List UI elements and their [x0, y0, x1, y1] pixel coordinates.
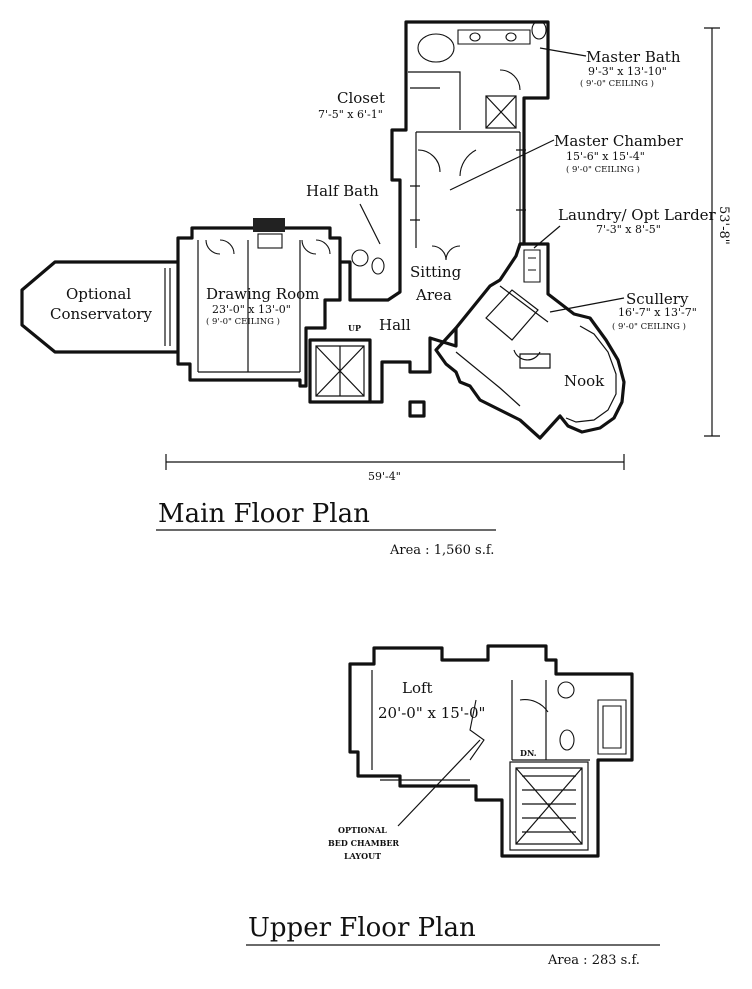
master-chamber-door: [417, 149, 477, 177]
bathtub: [417, 33, 455, 63]
laundry-size: 7'-3" x 8'-5": [596, 223, 661, 236]
master-bath-size: 9'-3" x 13'-10": [588, 65, 667, 78]
depth-dimension-line: [704, 27, 720, 437]
upper-floor-title: Upper Floor Plan: [248, 913, 476, 943]
sitting-line1: Sitting: [410, 263, 462, 281]
laundry-leader: [533, 225, 561, 249]
loft-door: [469, 699, 549, 761]
scullery-ceiling: ( 9'-0" CEILING ): [612, 321, 686, 332]
closet-size: 7'-5" x 6'-1": [318, 108, 383, 121]
half-bath-leader: [359, 203, 381, 245]
room-master-bath: Master Bath 9'-3" x 13'-10" ( 9'-0" CEIL…: [539, 47, 681, 89]
closet-name: Closet: [337, 89, 385, 107]
upper-floor-plan: DN. Loft 20'-0" x 15'-0" OPTIONAL BED CH…: [246, 644, 660, 968]
main-floor-title: Main Floor Plan: [158, 499, 370, 529]
loft-name: Loft: [402, 679, 433, 697]
kitchen-wing-walls: [434, 242, 626, 440]
room-drawing-room: Drawing Room 23'-0" x 13'-0" ( 9'-0" CEI…: [206, 285, 319, 327]
scullery-leader: [549, 297, 625, 313]
main-stair-treads: [315, 345, 365, 397]
master-chamber-name: Master Chamber: [554, 132, 684, 150]
room-master-chamber: Master Chamber 15'-6" x 15'-4" ( 9'-0" C…: [449, 132, 684, 191]
width-dimension: 59'-4": [368, 470, 401, 483]
conservatory-line2: Conservatory: [50, 305, 153, 323]
loft-size: 20'-0" x 15'-0": [378, 704, 485, 722]
stair-down-label: DN.: [520, 748, 537, 758]
kitchen-wing-interior: [455, 285, 551, 407]
optional-note-line2: BED CHAMBER: [328, 838, 399, 848]
drawing-room-interior: [197, 240, 301, 373]
shower-x: [485, 95, 517, 129]
master-bath-name: Master Bath: [586, 48, 681, 66]
laundry-fixtures: [523, 249, 541, 283]
drawing-room-size: 23'-0" x 13'-0": [212, 303, 291, 316]
master-bath-vanity: [457, 20, 547, 45]
conservatory-line1: Optional: [66, 285, 131, 303]
master-chamber-size: 15'-6" x 15'-4": [566, 150, 645, 163]
drawing-room-walls: [176, 226, 342, 388]
nook-label: Nook: [564, 372, 605, 390]
depth-dimension: 53'-8": [716, 206, 731, 245]
laundry-name: Laundry/ Opt Larder: [558, 206, 717, 224]
master-chamber-inner: [410, 131, 526, 248]
drawing-room-ceiling: ( 9'-0" CEILING ): [206, 316, 280, 327]
closet-walls: [408, 71, 461, 130]
half-bath-fixtures: [351, 249, 385, 275]
room-conservatory: Optional Conservatory: [50, 285, 153, 323]
door-swings-drawing-room: [205, 239, 331, 255]
main-floor-plan: UP 59'-4" 53'-8" Master Bath 9'-3" x 13'…: [20, 20, 731, 558]
upper-stair: [509, 761, 589, 851]
master-chamber-ceiling: ( 9'-0" CEILING ): [566, 164, 640, 175]
sitting-line2: Area: [415, 286, 452, 304]
conservatory-outline: [20, 260, 178, 354]
stair-up-label: UP: [348, 323, 361, 333]
room-laundry: Laundry/ Opt Larder 7'-3" x 8'-5": [533, 206, 717, 249]
nook-bay: [565, 325, 617, 423]
upper-floor-area: Area : 283 s.f.: [547, 953, 640, 968]
upper-floor-walls: [348, 644, 634, 858]
optional-note-line3: LAYOUT: [344, 851, 381, 861]
room-loft: Loft 20'-0" x 15'-0": [378, 679, 485, 722]
room-sitting-area: Sitting Area: [410, 263, 462, 304]
sitting-area-doors: [431, 245, 461, 261]
scullery-name: Scullery: [626, 290, 689, 308]
master-bath-leader: [539, 47, 587, 57]
optional-bed-chamber-note: OPTIONAL BED CHAMBER LAYOUT: [328, 739, 481, 861]
fireplace: [253, 218, 285, 232]
width-dimension-line: [165, 454, 625, 470]
hall-column: [408, 400, 426, 418]
upper-stair-treads: [515, 767, 583, 845]
room-half-bath: Half Bath: [306, 182, 381, 245]
master-chamber-walls: [390, 20, 550, 254]
room-scullery: Scullery 16'-7" x 13'-7" ( 9'-0" CEILING…: [549, 290, 697, 332]
upper-floor-interior: [371, 670, 590, 781]
master-bath-door: [499, 69, 521, 91]
master-bath-ceiling: ( 9'-0" CEILING ): [580, 78, 654, 89]
master-shower: [485, 95, 517, 129]
optional-note-line1: OPTIONAL: [338, 825, 387, 835]
scullery-size: 16'-7" x 13'-7": [618, 306, 697, 319]
hall-walls: [340, 254, 458, 404]
half-bath-name: Half Bath: [306, 182, 379, 200]
main-stair: [308, 338, 372, 404]
main-floor-area: Area : 1,560 s.f.: [389, 543, 494, 558]
optional-note-leader: [397, 739, 481, 827]
upper-bath-fixtures: [557, 681, 627, 755]
master-chamber-leader: [449, 139, 555, 191]
drawing-room-name: Drawing Room: [206, 285, 319, 303]
room-closet: Closet 7'-5" x 6'-1": [318, 89, 385, 121]
fireplace-hearth: [257, 233, 283, 249]
conservatory-glazing: [164, 268, 171, 346]
hall-label: Hall: [379, 316, 411, 334]
